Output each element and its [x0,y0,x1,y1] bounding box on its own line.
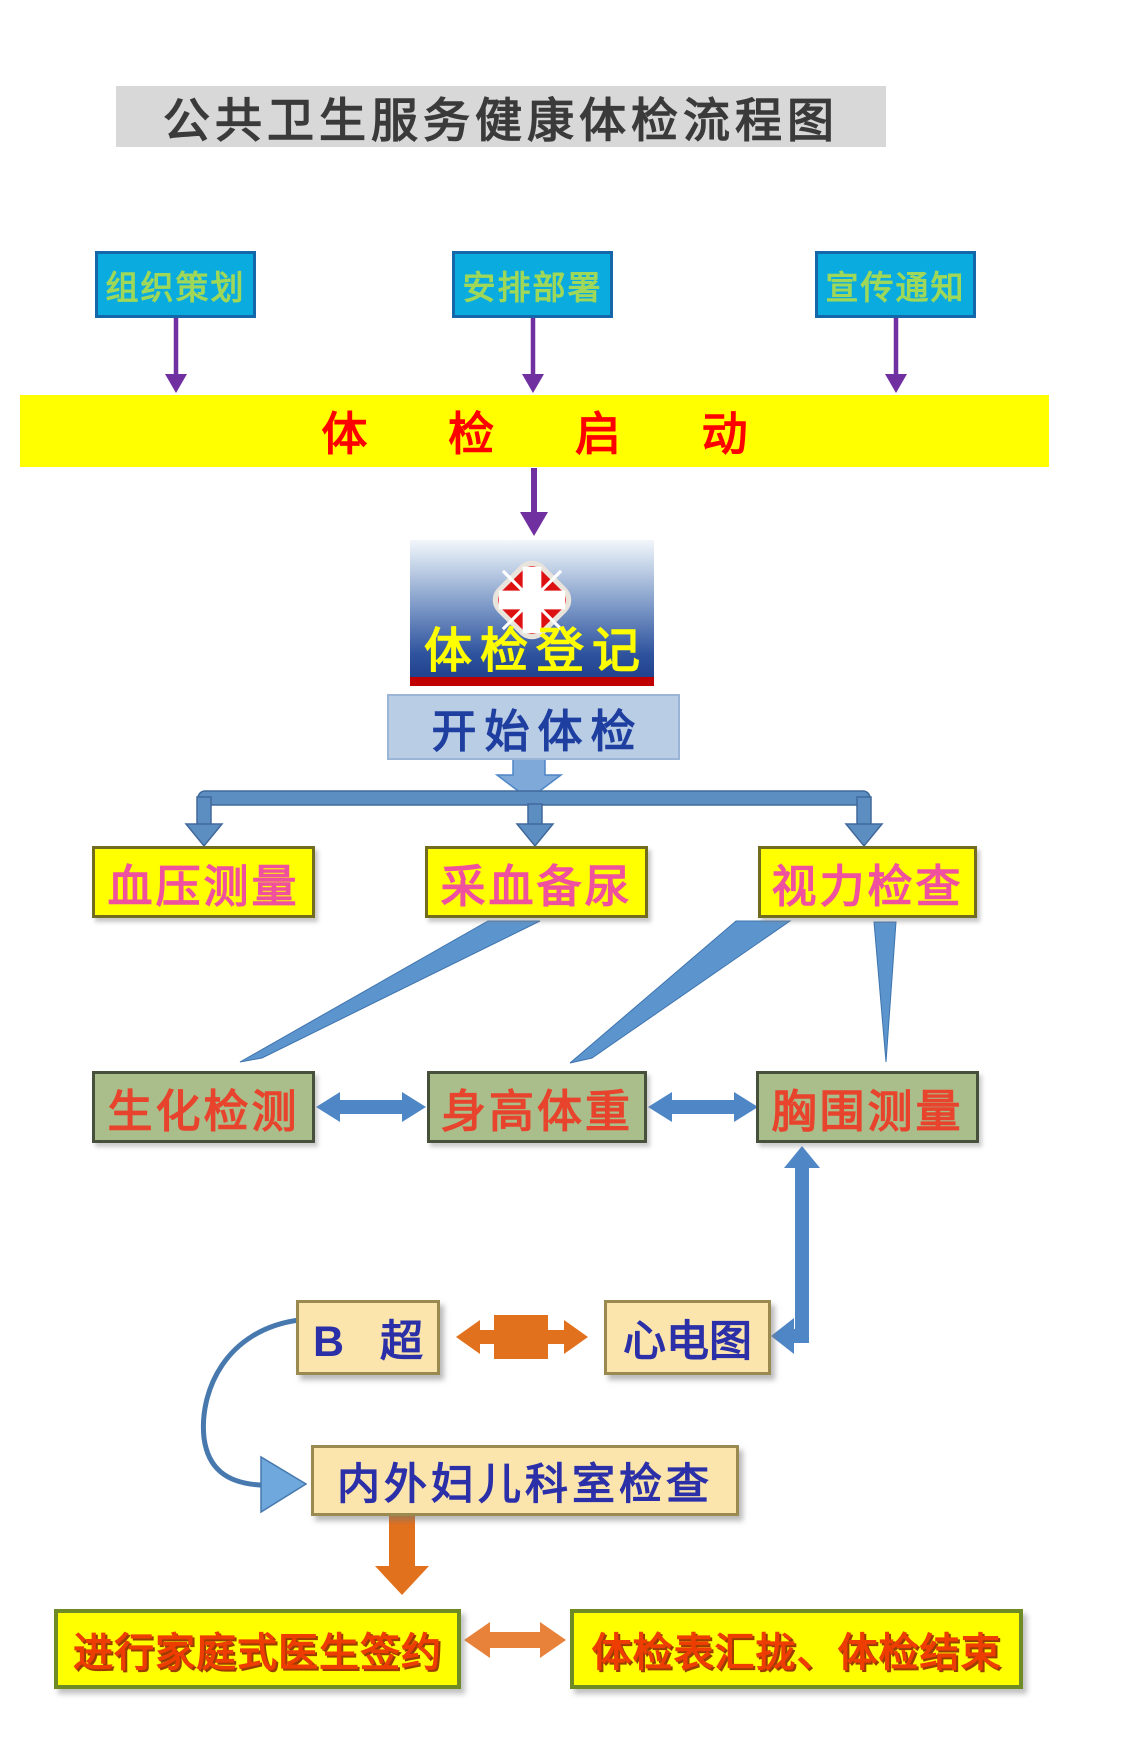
node-blood-pressure: 血压测量 [92,846,315,918]
purple-down-arrow-2 [522,318,544,393]
tapered-connector-3 [873,921,897,1063]
node-b-ultrasound: B 超 [296,1300,440,1375]
node-height-weight: 身高体重 [427,1071,647,1143]
node-plan-organize: 组织策划 [95,251,256,318]
purple-down-arrow-4 [520,468,548,536]
branch-bracket [184,790,884,848]
node-exam-forms-collect-end: 体检表汇拢、体检结束 [570,1609,1023,1689]
tapered-connector-1 [239,920,541,1063]
purple-down-arrow-1 [165,318,187,393]
node-exam-registration: 体检登记 [410,540,654,686]
blue-down-arrow [494,756,564,800]
node-plan-notify: 宣传通知 [815,251,976,318]
curved-arrow [200,1317,308,1514]
page-title: 公共卫生服务健康体检流程图 [116,86,886,147]
double-arrow-1 [316,1092,426,1122]
orange-double-arrow [464,1622,566,1658]
tapered-connector-2 [569,920,792,1064]
orange-down-arrow [375,1516,429,1595]
node-vision-check: 视力检查 [758,846,977,918]
hospital-cross-icon [492,560,572,640]
purple-down-arrow-3 [885,318,907,393]
node-chest-measure: 胸围测量 [756,1071,979,1143]
elbow-connector [771,1146,820,1354]
double-arrow-2 [648,1092,758,1122]
node-blood-urine: 采血备尿 [425,846,648,918]
registration-underline [410,677,654,686]
node-plan-arrange: 安排部署 [452,251,613,318]
orange-pipe-arrow [456,1315,588,1359]
node-family-doctor-signing: 进行家庭式医生签约 [54,1609,461,1689]
node-exam-launch-banner: 体 检 启 动 [20,395,1049,467]
node-biochemical-test: 生化检测 [92,1071,315,1143]
node-start-exam: 开始体检 [387,694,680,760]
registration-label: 体检登记 [423,625,648,678]
node-ecg: 心电图 [604,1300,771,1375]
node-department-exam: 内外妇儿科室检查 [311,1445,739,1516]
